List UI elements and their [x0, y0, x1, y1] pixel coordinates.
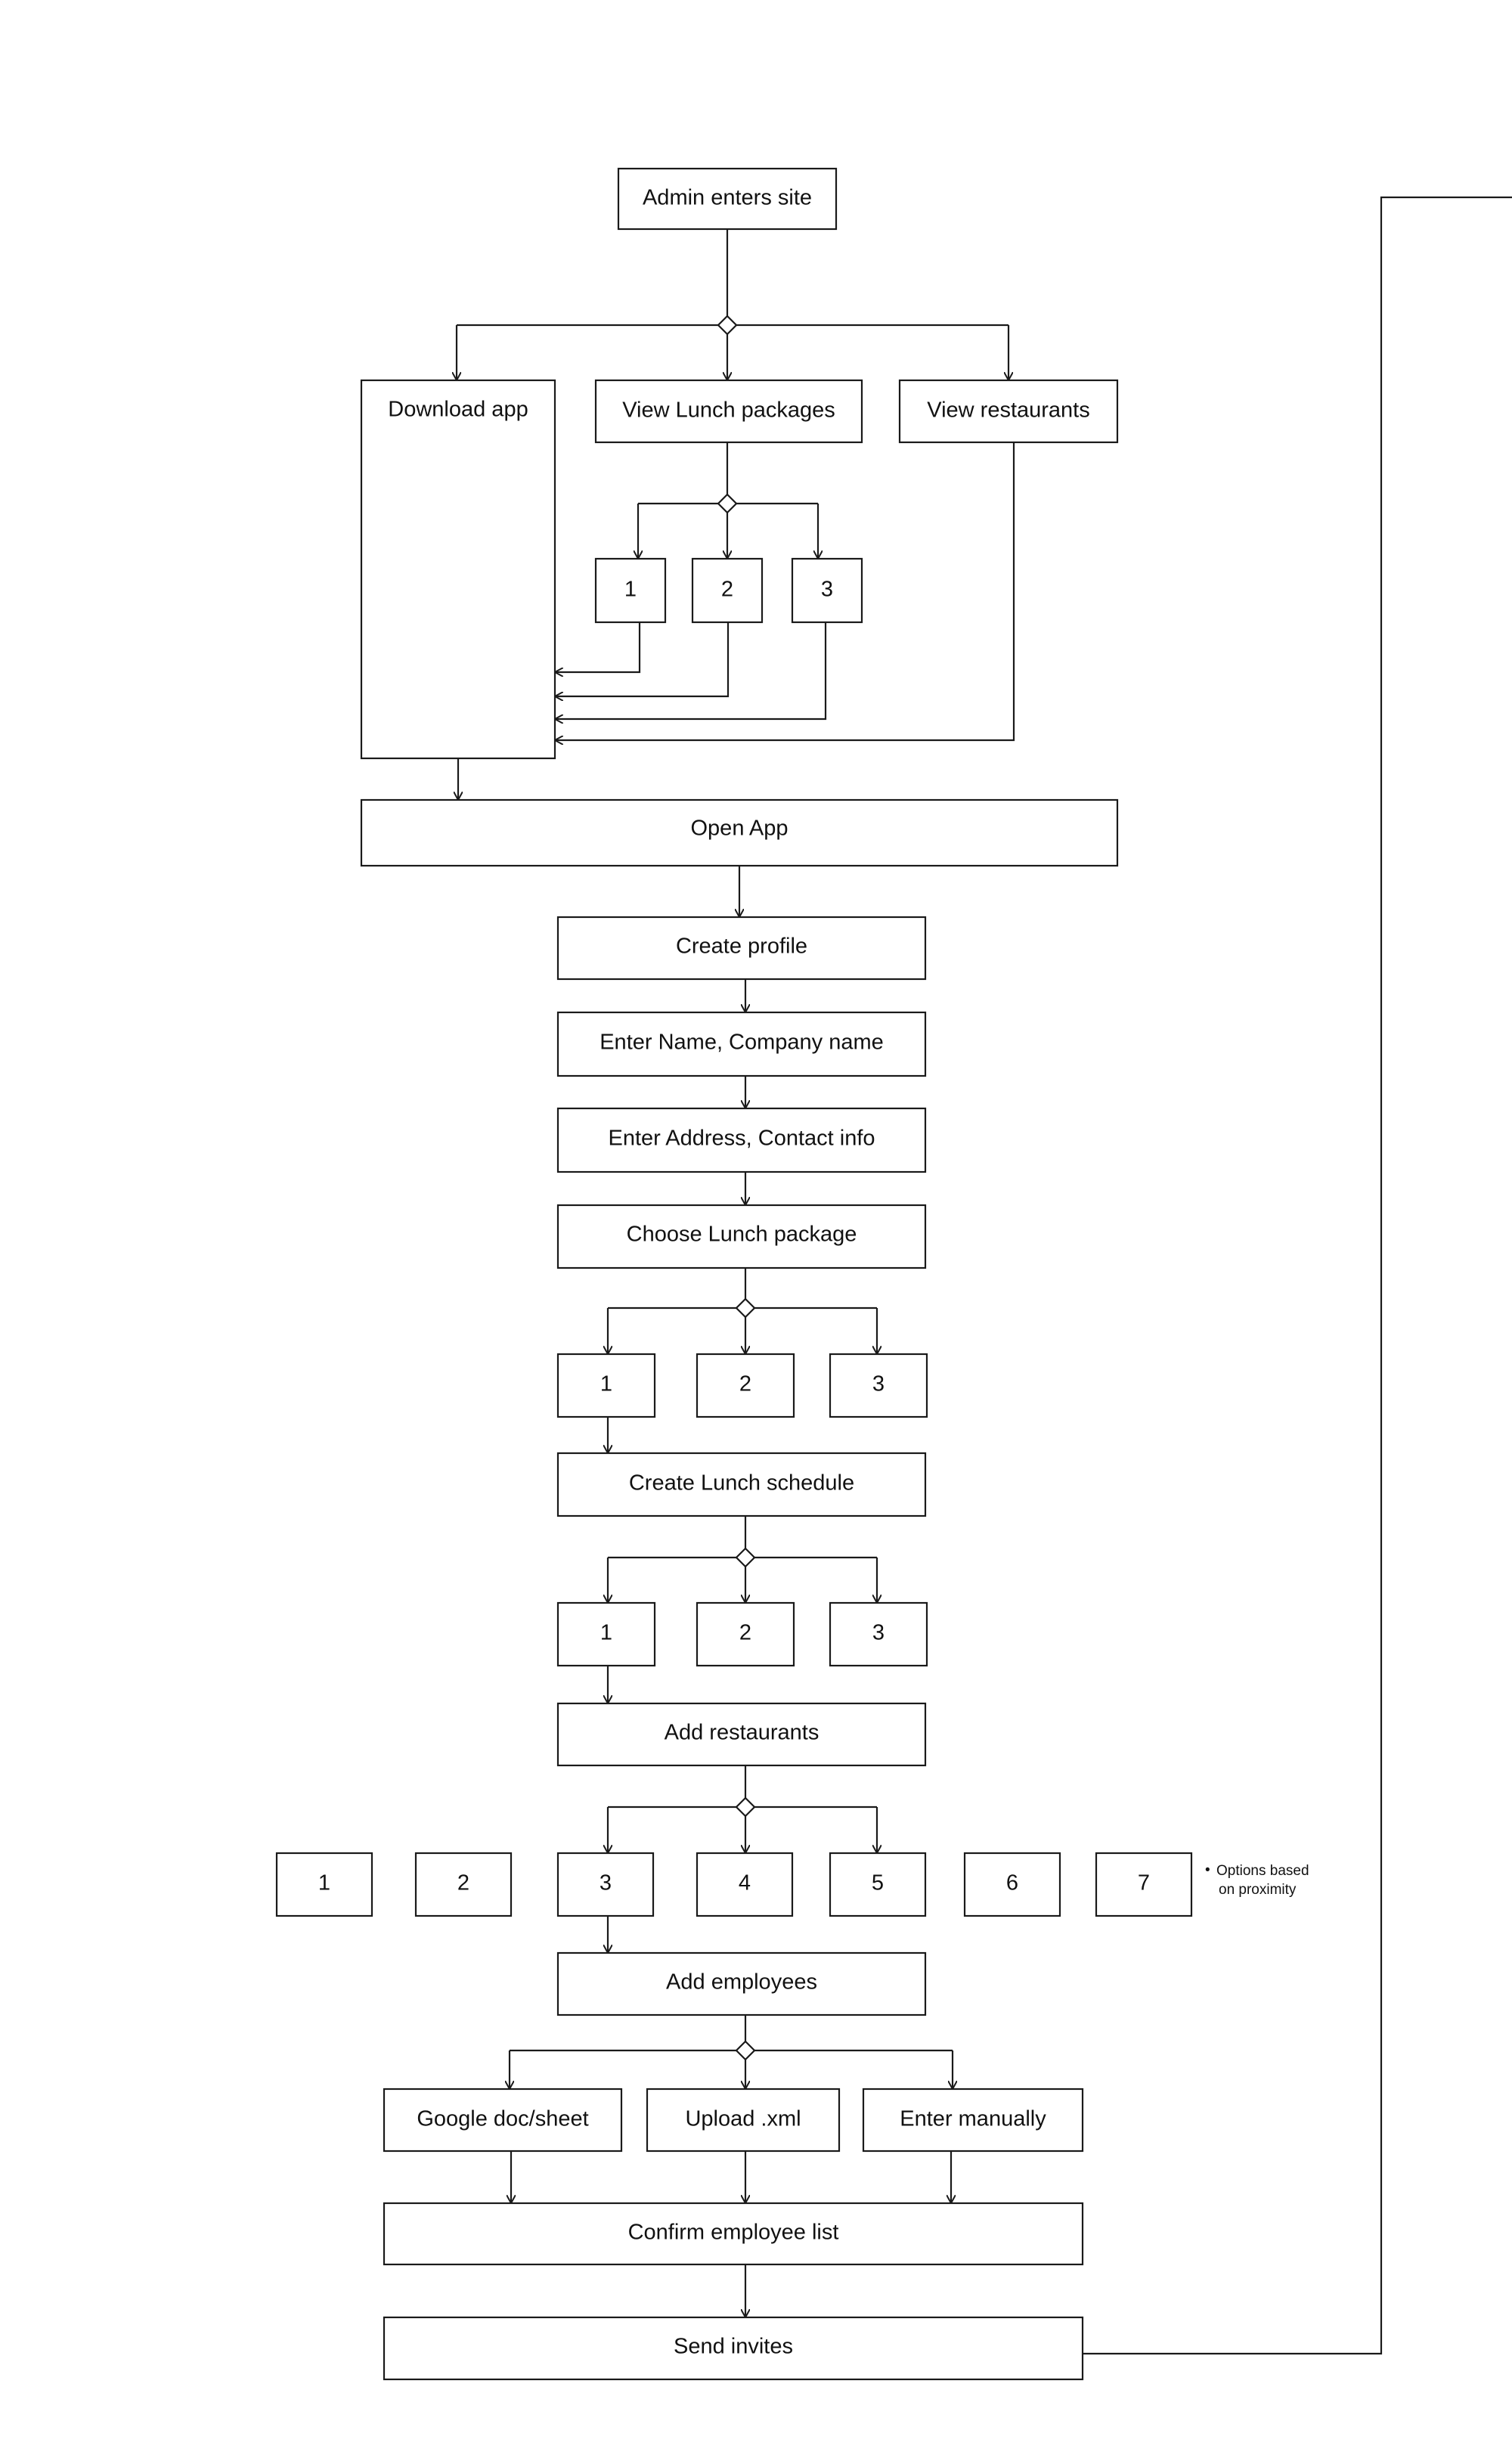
node-sched-3: 3 [829, 1601, 928, 1667]
label-send-invites: Send invites [674, 2335, 793, 2359]
label-rest-2: 2 [457, 1871, 469, 1895]
decision-diamond-1 [717, 315, 738, 336]
label-choose-2: 2 [739, 1372, 751, 1396]
arrow-pkg-2-to-download [555, 622, 730, 696]
node-admin-enters-site: Admin enters site [617, 167, 838, 231]
label-choose-1: 1 [600, 1372, 612, 1396]
note-line-1: Options based [1216, 1863, 1309, 1879]
node-choose-3: 3 [829, 1353, 928, 1418]
node-pkg-2: 2 [691, 557, 764, 624]
arrow-pkg-1-to-download [555, 622, 641, 672]
label-enter-address: Enter Address, Contact info [608, 1127, 875, 1151]
label-sched-2: 2 [739, 1621, 751, 1645]
node-rest-4: 4 [696, 1852, 794, 1917]
node-upload-xml: Upload .xml [646, 2088, 841, 2153]
node-download-app: Download app [360, 379, 556, 760]
label-rest-6: 6 [1006, 1871, 1018, 1895]
node-rest-7: 7 [1095, 1852, 1193, 1917]
node-send-invites: Send invites [383, 2316, 1084, 2381]
label-pkg-3: 3 [821, 578, 833, 602]
node-confirm-employee-list: Confirm employee list [383, 2202, 1084, 2266]
label-download-app: Download app [388, 398, 528, 422]
node-view-restaurants: View restaurants [898, 379, 1119, 444]
node-rest-1: 1 [275, 1852, 373, 1917]
node-view-lunch-packages: View Lunch packages [594, 379, 863, 444]
label-confirm-employee-list: Confirm employee list [628, 2221, 839, 2245]
node-choose-2: 2 [696, 1353, 795, 1418]
label-rest-4: 4 [739, 1871, 751, 1895]
label-open-app: Open App [691, 817, 789, 841]
decision-diamonds [717, 315, 756, 2061]
node-choose-1: 1 [556, 1353, 656, 1418]
node-sched-1: 1 [556, 1601, 656, 1667]
label-admin-enters-site: Admin enters site [643, 186, 812, 210]
node-add-restaurants: Add restaurants [556, 1702, 927, 1767]
label-rest-1: 1 [318, 1871, 330, 1895]
decision-diamond-5 [735, 1796, 756, 1818]
label-upload-xml: Upload .xml [685, 2107, 801, 2131]
label-add-restaurants: Add restaurants [665, 1721, 820, 1745]
node-enter-manually: Enter manually [862, 2088, 1084, 2153]
label-sched-3: 3 [872, 1621, 885, 1645]
node-pkg-1: 1 [594, 557, 667, 624]
label-enter-manually: Enter manually [900, 2107, 1046, 2131]
label-add-employees: Add employees [666, 1970, 817, 1995]
label-pkg-1: 1 [624, 578, 637, 602]
node-open-app: Open App [360, 798, 1119, 867]
label-rest-7: 7 [1138, 1871, 1150, 1895]
label-create-lunch-schedule: Create Lunch schedule [629, 1471, 854, 1496]
label-pkg-2: 2 [721, 578, 733, 602]
node-enter-name: Enter Name, Company name [556, 1011, 927, 1077]
label-view-restaurants: View restaurants [927, 398, 1089, 423]
node-pkg-3: 3 [791, 557, 863, 624]
node-create-lunch-schedule: Create Lunch schedule [556, 1452, 927, 1517]
node-enter-address: Enter Address, Contact info [556, 1107, 927, 1173]
node-rest-2: 2 [414, 1852, 513, 1917]
node-rest-6: 6 [963, 1852, 1061, 1917]
proximity-note: • Options based on proximity [1205, 1862, 1309, 1898]
label-sched-1: 1 [600, 1621, 612, 1645]
node-sched-2: 2 [696, 1601, 795, 1667]
node-add-employees: Add employees [556, 1951, 927, 2016]
decision-diamond-6 [735, 2040, 756, 2061]
node-create-profile: Create profile [556, 916, 927, 981]
label-google-doc: Google doc/sheet [417, 2107, 588, 2131]
label-rest-5: 5 [872, 1871, 884, 1895]
decision-diamond-4 [735, 1547, 756, 1568]
label-choose-3: 3 [872, 1372, 885, 1396]
decision-diamond-3 [735, 1297, 756, 1319]
node-choose-lunch-package: Choose Lunch package [556, 1204, 927, 1269]
note-bullet: • [1205, 1862, 1210, 1878]
node-rest-3: 3 [556, 1852, 655, 1917]
label-create-profile: Create profile [676, 935, 807, 959]
connector-send-invites-loop [1083, 196, 1512, 2355]
label-enter-name: Enter Name, Company name [600, 1031, 884, 1055]
decision-diamond-2 [717, 493, 738, 514]
node-rest-5: 5 [829, 1852, 927, 1917]
node-google-doc: Google doc/sheet [383, 2088, 623, 2153]
connectors [457, 196, 1512, 2355]
label-view-lunch-packages: View Lunch packages [622, 398, 835, 423]
label-rest-3: 3 [600, 1871, 612, 1895]
arrow-pkg-3-to-download [555, 622, 827, 719]
arrow-restaurants-to-download [555, 442, 1015, 740]
note-line-2: on proximity [1219, 1882, 1297, 1898]
label-choose-lunch-package: Choose Lunch package [627, 1223, 857, 1247]
